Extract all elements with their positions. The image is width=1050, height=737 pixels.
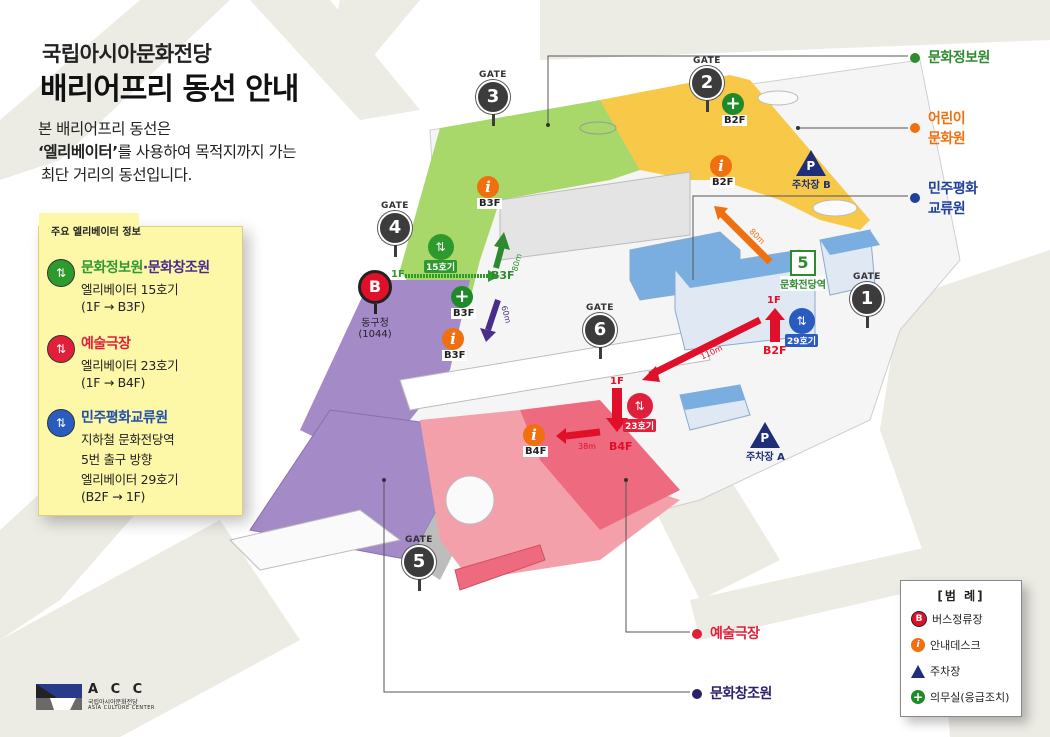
parking-icon: P: [750, 422, 781, 448]
elevator-icon: ⇅: [47, 409, 75, 437]
legend-title: [범 례]: [937, 589, 985, 603]
description-line-3: 최단 거리의 동선입니다.: [41, 166, 192, 184]
info-desk-icon: i: [442, 328, 464, 350]
parking-icon: [911, 664, 925, 678]
elevator-icon: ⇅: [626, 393, 653, 419]
description-elevator-emphasis: ‘엘리베이터’: [38, 143, 118, 161]
venue-title: 국립아시아문화전당: [42, 42, 212, 66]
elevator-icon: ⇅: [788, 308, 815, 334]
elevator-info-title: 민주평화교류원: [81, 410, 168, 426]
elevator-23-marker[interactable]: ⇅ 23호기: [623, 393, 657, 432]
route-blue-start: B2F: [763, 344, 787, 357]
elevator-15-marker[interactable]: ⇅ 15호기: [424, 234, 458, 273]
bus-stop-icon: B: [911, 611, 927, 627]
logo-english: ASIA CULTURE CENTER: [88, 705, 155, 711]
bullet-icon: [692, 629, 702, 639]
route-green-end: B3F: [491, 269, 515, 282]
subway-exit-icon: 5: [790, 250, 816, 276]
info-desk-icon: i: [911, 638, 925, 652]
description-line-2: ‘엘리베이터’를 사용하여 목적지까지 가는: [38, 143, 296, 161]
description: 본 배리어프리 동선은 ‘엘리베이터’를 사용하여 목적지까지 가는 최단 거리…: [38, 118, 296, 187]
bullet-icon: [910, 53, 920, 63]
route-red-end: B4F: [609, 440, 633, 453]
route-red-start: 1F: [610, 376, 624, 387]
info-desk-marker[interactable]: i B3F: [442, 328, 468, 361]
callout-culture-creation: 문화창조원: [692, 683, 772, 703]
callout-culture-information: 문화정보원: [910, 47, 990, 67]
first-aid-marker[interactable]: + B3F: [451, 286, 477, 319]
info-desk-icon: i: [477, 176, 499, 198]
page-title: 배리어프리 동선 안내: [40, 72, 299, 107]
elevator-icon: ⇅: [47, 259, 75, 287]
first-aid-icon: +: [722, 93, 744, 115]
logo-korean: 국립아시아문화전당: [88, 699, 138, 706]
callout-children-culture: 어린이 문화원: [910, 108, 966, 148]
route-green-start: 1F: [391, 269, 405, 280]
first-aid-icon: +: [911, 690, 925, 704]
info-desk-marker[interactable]: i B2F: [710, 155, 736, 188]
elevator-info-heading: 주요 엘리베이터 정보: [51, 227, 141, 238]
bus-stop-marker[interactable]: B 동구청 (1044): [355, 270, 395, 340]
parking-a-marker[interactable]: P 주차장 A: [746, 422, 785, 463]
parking-icon: P: [796, 150, 827, 176]
info-desk-icon: i: [523, 424, 545, 446]
bullet-icon: [910, 193, 920, 203]
info-desk-marker[interactable]: i B3F: [477, 176, 503, 209]
info-desk-marker[interactable]: i B4F: [523, 424, 549, 457]
subway-station-marker[interactable]: 5 문화전당역: [780, 250, 826, 291]
route-blue-end: 1F: [767, 295, 781, 306]
route-red-short-distance: 38m: [578, 442, 596, 451]
elevator-info-title: 예술극장: [81, 336, 131, 352]
description-line-1: 본 배리어프리 동선은: [38, 120, 171, 138]
elevator-icon: ⇅: [427, 234, 454, 260]
first-aid-icon: +: [451, 286, 473, 308]
acc-logo-mark-icon: [36, 684, 82, 710]
elevator-info-title: 문화정보원·문화창조원: [81, 260, 210, 276]
logo-wordmark: A C C: [88, 682, 147, 697]
parking-b-marker[interactable]: P 주차장 B: [792, 150, 831, 191]
bullet-icon: [692, 689, 702, 699]
info-desk-icon: i: [710, 155, 732, 177]
elevator-icon: ⇅: [47, 335, 75, 363]
first-aid-marker[interactable]: + B2F: [722, 93, 748, 126]
callout-arts-theater: 예술극장: [692, 623, 760, 643]
callout-democracy-peace: 민주평화 교류원: [910, 178, 978, 218]
bullet-icon: [910, 123, 920, 133]
legend-item-parking: 주차장: [911, 663, 960, 679]
bus-stop-icon: B: [358, 270, 392, 304]
elevator-info-panel: 주요 엘리베이터 정보 ⇅ 문화정보원·문화창조원 엘리베이터 15호기 (1F…: [38, 213, 243, 516]
elevator-29-marker[interactable]: ⇅ 29호기: [785, 308, 819, 347]
legend-item-first-aid: +의무실(응급조치): [911, 690, 1010, 704]
